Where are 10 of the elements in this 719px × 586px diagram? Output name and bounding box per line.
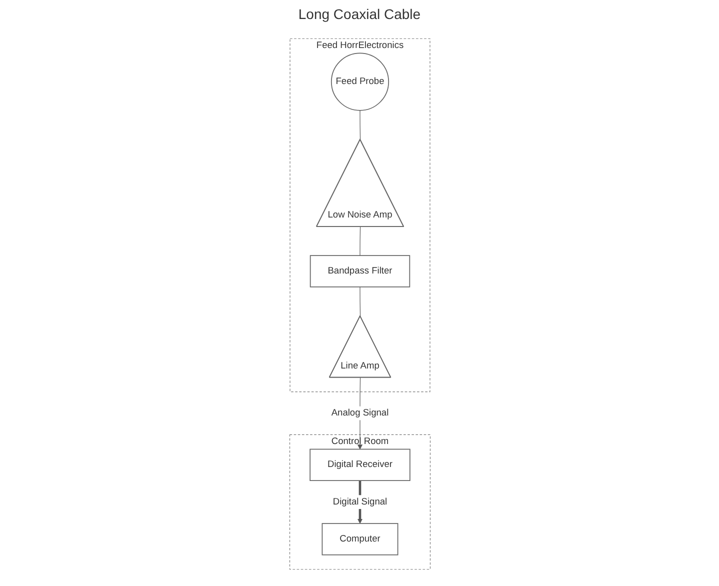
edge-label: Digital Signal <box>332 496 387 507</box>
connector <box>359 286 360 316</box>
node-box: Digital Receiver <box>309 448 410 481</box>
connector <box>359 226 360 256</box>
cable-label: Long Coaxial Cable <box>298 6 421 22</box>
edge-label: Analog Signal <box>330 408 388 418</box>
connector <box>359 110 360 140</box>
node-box: Bandpass Filter <box>309 255 410 288</box>
node-box: Computer <box>321 523 398 556</box>
node-circle: Feed Probe <box>330 52 389 111</box>
